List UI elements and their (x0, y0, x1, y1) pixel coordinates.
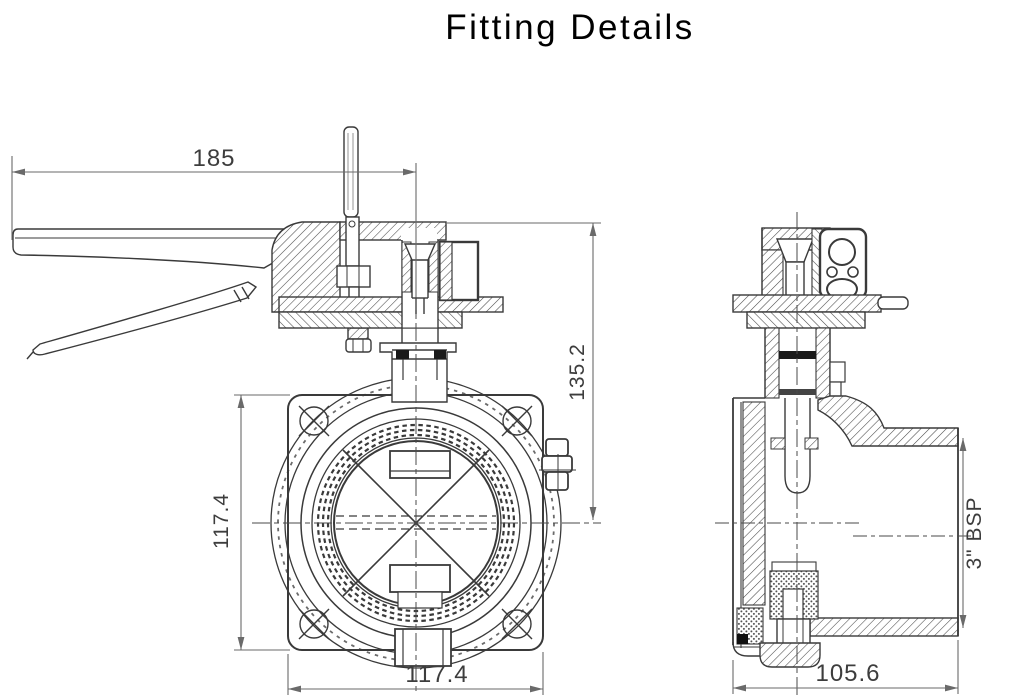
dimension-handle-length: 185 (11, 145, 417, 297)
dim-label-117-4-vertical: 117.4 (210, 493, 233, 549)
neck (379, 342, 457, 403)
flange-column (732, 397, 766, 657)
stop-bracket (438, 240, 480, 302)
bolt-holes (298, 405, 533, 640)
bolt-hole (501, 405, 533, 437)
disc-bosses (389, 450, 452, 667)
front-view (12, 126, 601, 694)
dimension-flange-width: 117.4 (287, 652, 544, 695)
dimension-flange-height: 117.4 (210, 394, 290, 651)
dimension-body-depth: 105.6 (732, 640, 959, 694)
bolt-hole (298, 405, 330, 437)
page-title: Fitting Details (445, 8, 695, 47)
dim-label-3in-bsp: 3" BSP (963, 497, 986, 570)
dim-label-135-2: 135.2 (566, 343, 589, 401)
hex-fitting (539, 438, 576, 491)
bolt-head (347, 327, 369, 340)
bottom-bushing (733, 561, 821, 668)
neck-section (764, 327, 846, 399)
bolt-hole (501, 608, 533, 640)
centerlines-side (715, 212, 972, 697)
mounting-plates (278, 296, 504, 329)
body-section (809, 395, 959, 637)
handle-lever (12, 228, 293, 360)
dimension-connection-thread: 3" BSP (959, 438, 986, 628)
stem-lower (770, 398, 819, 494)
bolt-hole (298, 608, 330, 640)
top-flange (732, 294, 909, 329)
dim-label-117-4-horizontal: 117.4 (405, 661, 468, 688)
trigger-lever (32, 281, 258, 356)
bottom-cap (759, 642, 821, 668)
latch-plate (811, 227, 868, 300)
dimensions: 185 135.2 117.4 (11, 145, 986, 695)
dim-label-185: 185 (192, 145, 235, 172)
side-section-view (715, 212, 972, 697)
stem-section (401, 240, 439, 344)
lock-nut (336, 265, 371, 288)
dimension-center-height: 135.2 (447, 222, 601, 520)
seal-ring (736, 607, 764, 645)
handle-hub (271, 221, 447, 313)
dim-label-105-6: 105.6 (815, 660, 880, 687)
